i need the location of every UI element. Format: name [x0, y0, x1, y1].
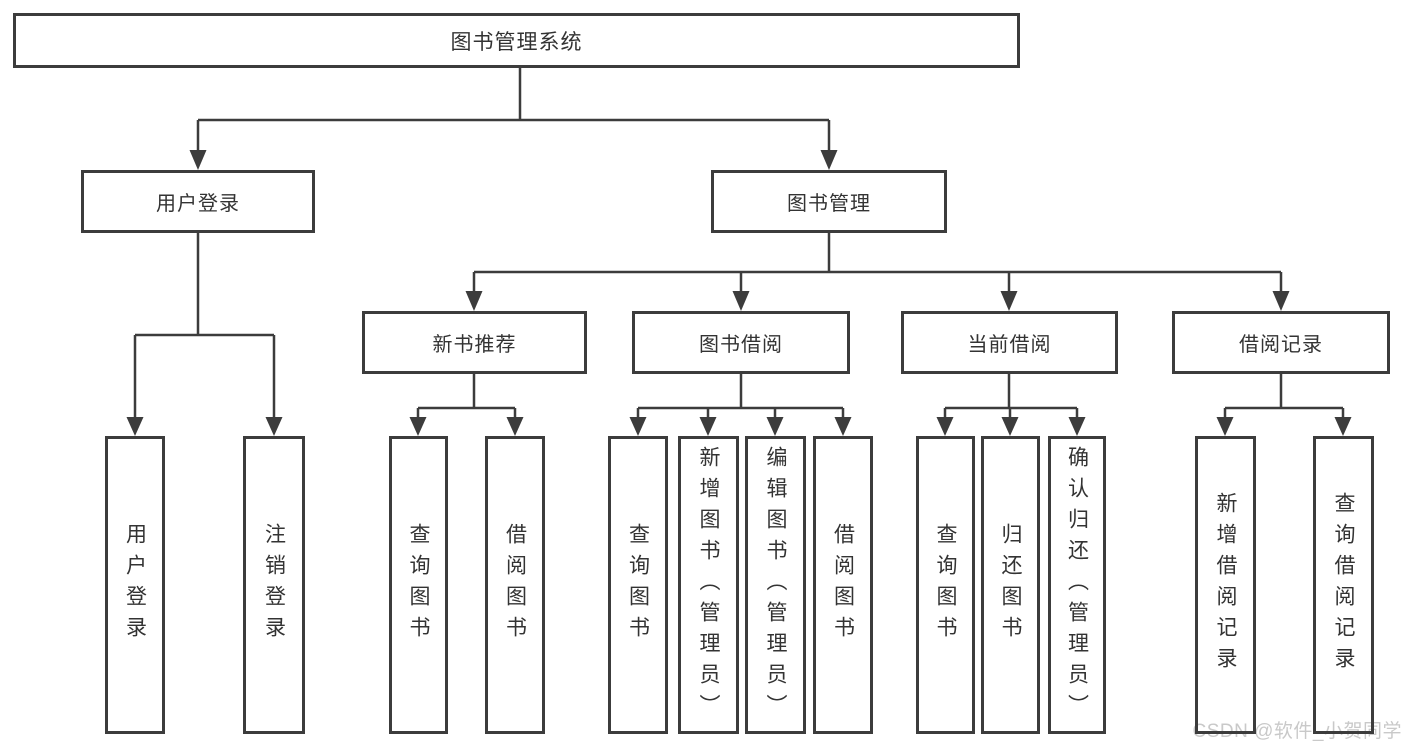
leaf-borrow-book-1-label: 借阅图书 — [503, 523, 527, 647]
leaf-user-login-label: 用户登录 — [123, 523, 147, 647]
node-current-borrow: 当前借阅 — [901, 311, 1118, 374]
arrowhead — [189, 150, 207, 170]
connector-borrowrecord-to-leaves — [1223, 374, 1345, 420]
node-new-book-recommend: 新书推荐 — [362, 311, 587, 374]
node-book-borrow-label: 图书借阅 — [699, 334, 783, 356]
leaf-query-book-1: 查询图书 — [389, 436, 448, 734]
leaf-return-book: 归还图书 — [981, 436, 1040, 734]
arrowhead — [1068, 417, 1086, 436]
leaf-add-book-admin-label: 新增图书（管理员） — [697, 445, 720, 725]
node-root-label: 图书管理系统 — [450, 30, 583, 54]
leaf-confirm-return-admin-label: 确认归还（管理员） — [1065, 445, 1089, 725]
connector-bookborrow-to-leaves — [636, 374, 845, 420]
arrowhead — [629, 417, 647, 436]
leaf-borrow-book-2-label: 借阅图书 — [831, 523, 855, 647]
arrowhead — [766, 417, 784, 436]
connector-userlogin-to-leaves — [133, 232, 276, 420]
connector-bookmgmt-to-level3 — [472, 232, 1283, 294]
arrowhead — [1272, 291, 1290, 311]
node-book-borrow: 图书借阅 — [632, 311, 850, 374]
connector-root-to-level2 — [196, 67, 831, 153]
node-borrow-record: 借阅记录 — [1172, 311, 1390, 374]
connector-currentborrow-to-leaves — [943, 374, 1079, 420]
connector-newbook-to-leaves — [416, 374, 517, 420]
arrowhead — [126, 417, 144, 436]
arrowhead — [1000, 291, 1018, 311]
arrowhead — [834, 417, 852, 436]
arrowhead — [1216, 417, 1234, 436]
leaf-add-book-admin: 新增图书（管理员） — [678, 436, 739, 734]
node-current-borrow-label: 当前借阅 — [967, 334, 1052, 356]
node-borrow-record-label: 借阅记录 — [1239, 334, 1323, 356]
leaf-edit-book-admin-label: 编辑图书（管理员） — [764, 445, 787, 725]
leaf-confirm-return-admin: 确认归还（管理员） — [1048, 436, 1106, 734]
leaf-query-borrow-record-label: 查询借阅记录 — [1332, 492, 1355, 678]
leaf-add-borrow-record: 新增借阅记录 — [1195, 436, 1256, 734]
node-user-login: 用户登录 — [81, 170, 315, 233]
arrowhead — [699, 417, 717, 436]
node-user-login-label: 用户登录 — [156, 193, 240, 215]
leaf-edit-book-admin: 编辑图书（管理员） — [745, 436, 806, 734]
leaf-borrow-book-2: 借阅图书 — [813, 436, 873, 734]
leaf-query-book-2-label: 查询图书 — [626, 523, 650, 647]
leaf-logout-login: 注销登录 — [243, 436, 305, 734]
arrowhead — [409, 417, 427, 436]
leaf-query-book-3-label: 查询图书 — [934, 523, 957, 647]
leaf-query-book-3: 查询图书 — [916, 436, 975, 734]
arrowhead — [265, 417, 283, 436]
arrowhead — [1334, 417, 1352, 436]
arrowhead — [506, 417, 524, 436]
arrowhead — [1001, 417, 1019, 436]
leaf-query-book-1-label: 查询图书 — [407, 523, 430, 647]
arrowhead — [820, 150, 838, 170]
leaf-add-borrow-record-label: 新增借阅记录 — [1214, 492, 1237, 678]
node-new-book-recommend-label: 新书推荐 — [432, 334, 517, 356]
leaf-return-book-label: 归还图书 — [999, 523, 1022, 647]
arrowhead — [936, 417, 954, 436]
node-book-management-label: 图书管理 — [787, 193, 871, 215]
leaf-query-borrow-record: 查询借阅记录 — [1313, 436, 1374, 734]
leaf-query-book-2: 查询图书 — [608, 436, 668, 734]
node-book-management: 图书管理 — [711, 170, 947, 233]
arrowhead — [465, 291, 483, 311]
leaf-logout-login-label: 注销登录 — [262, 523, 286, 647]
node-root: 图书管理系统 — [13, 13, 1020, 68]
arrowhead — [732, 291, 750, 311]
leaf-borrow-book-1: 借阅图书 — [485, 436, 545, 734]
leaf-user-login: 用户登录 — [105, 436, 165, 734]
csdn-watermark: CSDN @软件_小贺同学 — [1192, 721, 1402, 742]
